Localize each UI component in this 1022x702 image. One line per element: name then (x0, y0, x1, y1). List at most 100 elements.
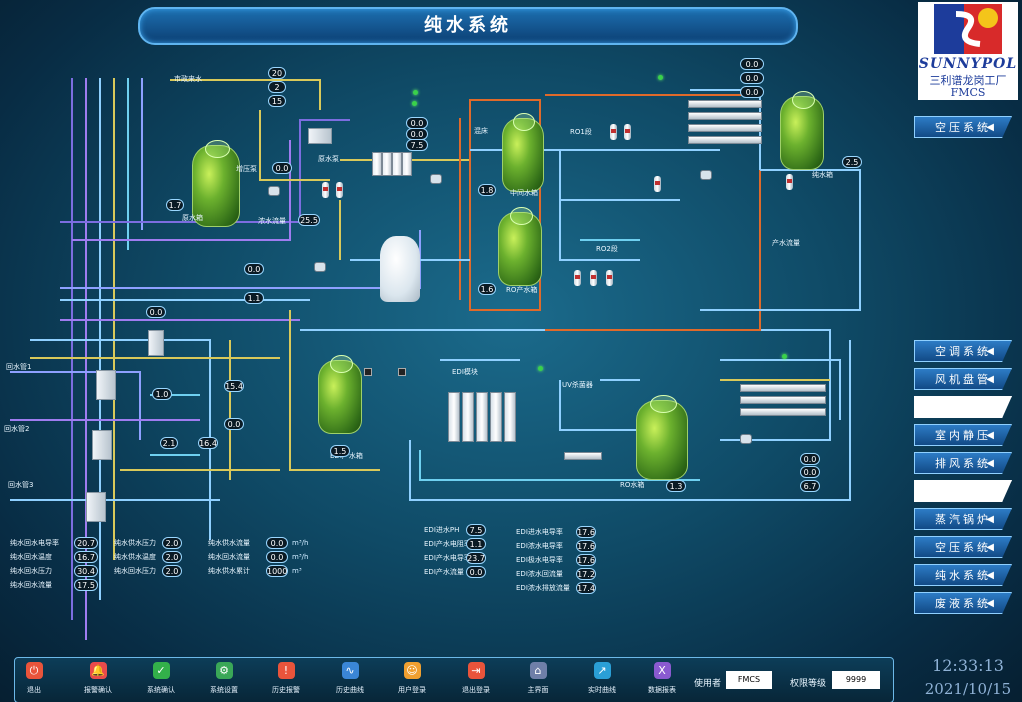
chevron-icon: ◀ (986, 570, 997, 581)
reading-value: 2.0 (162, 551, 182, 563)
toolbar-button-report[interactable]: X 数据报表 (634, 662, 690, 695)
toolbar-button-home[interactable]: ⌂ 主界面 (510, 662, 566, 695)
edi-module[interactable] (504, 392, 516, 442)
edi-reading-label: EDI进水电导率 (516, 528, 563, 536)
value-field: 1.6 (478, 283, 496, 295)
nav-button-air[interactable]: 空压系统◀ (914, 536, 1012, 558)
membrane-housing[interactable] (372, 152, 382, 176)
toolbar-button-logout[interactable]: ⇥ 退出登录 (448, 662, 504, 695)
flow-label: 产水流量 (772, 239, 800, 247)
toolbar-label: 数据报表 (648, 686, 676, 694)
ro-pressure-vessel[interactable] (740, 396, 826, 404)
value-field: 0.0 (800, 466, 820, 478)
edi-module[interactable] (490, 392, 502, 442)
cartridge-filter[interactable] (624, 124, 631, 140)
ro-pressure-vessel[interactable] (688, 124, 762, 132)
uv-sterilizer[interactable] (564, 452, 602, 460)
pure-water-tank[interactable] (780, 91, 824, 170)
tank-label: 原水箱 (182, 214, 203, 222)
user-value: FMCS (726, 671, 772, 689)
heat-exchanger[interactable] (92, 430, 112, 460)
edi-module[interactable] (476, 392, 488, 442)
ro-pressure-vessel[interactable] (740, 408, 826, 416)
toolbar-button-history-curve[interactable]: ∿ 历史曲线 (322, 662, 378, 695)
edi-module[interactable] (462, 392, 474, 442)
toolbar-button-settings[interactable]: ⚙ 系统设置 (196, 662, 252, 695)
nav-button-pressure[interactable]: 室内静压◀ (914, 424, 1012, 446)
toolbar-button-history-alarm[interactable]: ! 历史报警 (258, 662, 314, 695)
page-title-bar: 纯水系统 (138, 7, 798, 45)
edi-product-tank[interactable] (318, 355, 362, 434)
ro-pressure-vessel[interactable] (688, 136, 762, 144)
edi-reading-value: 0.0 (466, 566, 486, 578)
report-icon: X (653, 662, 671, 679)
pump[interactable] (740, 434, 752, 444)
cartridge-filter[interactable] (322, 182, 329, 198)
nav-button-water[interactable]: 纯水系统◀ (914, 564, 1012, 586)
value-field: 0.0 (146, 306, 166, 318)
toolbar-button-alarm[interactable]: 🔔 报警确认 (70, 662, 126, 695)
heat-exchanger[interactable] (96, 370, 116, 400)
nav-button-label: 纯水系统 (935, 569, 991, 582)
toolbar-button-trend[interactable]: ↗ 实时曲线 (574, 662, 630, 695)
edi-module[interactable] (448, 392, 460, 442)
pump[interactable] (430, 174, 442, 184)
cartridge-filter[interactable] (336, 182, 343, 198)
pump[interactable] (268, 186, 280, 196)
ro-product-tank[interactable] (498, 207, 542, 286)
cartridge-filter[interactable] (610, 124, 617, 140)
intermediate-tank[interactable] (502, 113, 544, 192)
nav-button-blank-1[interactable] (914, 396, 1012, 418)
edi-reading-label: EDI产水电导率 (424, 554, 471, 562)
nav-button-top[interactable]: 空压系统◀ (914, 116, 1012, 138)
edi-reading-label: EDI产水电阻率 (424, 540, 471, 548)
toolbar-label: 系统设置 (210, 686, 238, 694)
pump[interactable] (700, 170, 712, 180)
valve[interactable] (398, 368, 406, 376)
nav-button-waste[interactable]: 废液系统◀ (914, 592, 1012, 614)
cartridge-filter[interactable] (654, 176, 661, 192)
logo-sub: FMCS (950, 86, 986, 99)
ro-pressure-vessel[interactable] (740, 384, 826, 392)
value-field: 2.1 (160, 437, 178, 449)
cartridge-filter[interactable] (786, 174, 793, 190)
nav-button-exhaust[interactable]: 排风系统◀ (914, 452, 1012, 474)
city-water-label: 市政来水 (174, 75, 202, 83)
level-label: 权限等级 (790, 679, 827, 689)
raw-water-tank[interactable] (192, 140, 240, 227)
reading-label: 纯水供水温度 (114, 553, 156, 561)
nav-button-boiler[interactable]: 蒸汽锅炉◀ (914, 508, 1012, 530)
chevron-icon: ◀ (986, 122, 997, 133)
nav-button-fcu[interactable]: 风机盘管◀ (914, 368, 1012, 390)
nav-button-blank-2[interactable] (914, 480, 1012, 502)
cartridge-filter[interactable] (590, 270, 597, 286)
toolbar-button-confirm[interactable]: ✓ 系统确认 (133, 662, 189, 695)
nav-button-label: 空压系统 (935, 121, 991, 134)
value-field: 1.5 (330, 445, 350, 457)
pump-label: 原水泵 (318, 155, 339, 163)
ro-water-tank[interactable] (636, 395, 688, 480)
ro-pressure-vessel[interactable] (688, 100, 762, 108)
tank-label: 中间水箱 (510, 189, 538, 197)
membrane-housing[interactable] (392, 152, 402, 176)
toolbar-button-exit[interactable]: ⏻ 退出 (6, 662, 62, 695)
control-box[interactable] (308, 128, 332, 144)
sunnypol-logo-icon (934, 4, 1002, 54)
toolbar-label: 主界面 (527, 686, 549, 694)
cartridge-filter[interactable] (574, 270, 581, 286)
ro-label: RO2段 (596, 245, 618, 253)
membrane-housing[interactable] (402, 152, 412, 176)
nav-button-ac[interactable]: 空调系统◀ (914, 340, 1012, 362)
history-alarm-icon: ! (277, 662, 295, 679)
heat-exchanger[interactable] (148, 330, 164, 356)
valve[interactable] (364, 368, 372, 376)
value-field: 1.8 (478, 184, 496, 196)
white-storage-tank[interactable] (380, 236, 420, 302)
toolbar-button-login[interactable]: ☺ 用户登录 (384, 662, 440, 695)
pump[interactable] (314, 262, 326, 272)
chevron-icon: ◀ (986, 346, 997, 357)
cartridge-filter[interactable] (606, 270, 613, 286)
membrane-housing[interactable] (382, 152, 392, 176)
ro-pressure-vessel[interactable] (688, 112, 762, 120)
heat-exchanger[interactable] (86, 492, 106, 522)
